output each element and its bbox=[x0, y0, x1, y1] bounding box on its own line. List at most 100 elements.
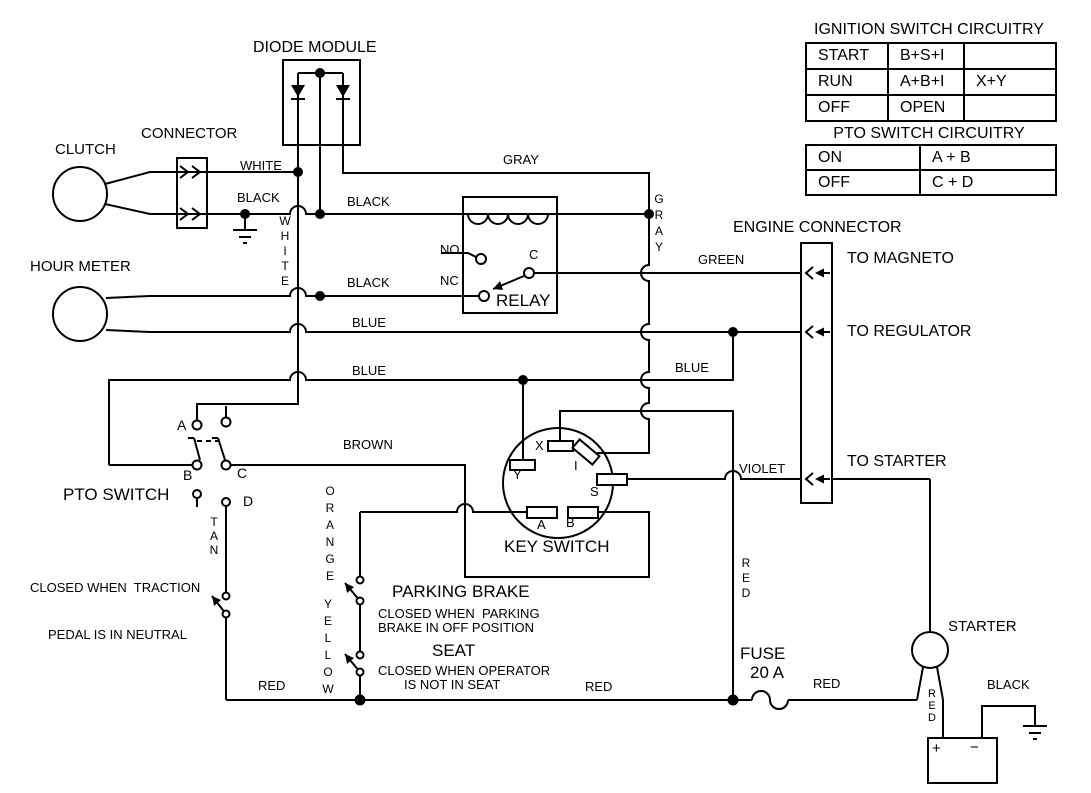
diode-module-label: DIODE MODULE bbox=[253, 39, 377, 56]
wire-black-relay: BLACK bbox=[347, 275, 390, 290]
fuse-rating-label: 20 A bbox=[750, 663, 785, 682]
ignition-cell: OPEN bbox=[889, 96, 963, 120]
relay-c-terminal bbox=[523, 267, 535, 279]
note-traction-1: CLOSED WHEN TRACTION bbox=[30, 580, 201, 595]
key-i-label: I bbox=[574, 458, 578, 473]
diode-module-box bbox=[282, 59, 361, 146]
pto-cell: OFF bbox=[807, 171, 919, 194]
connector-label: CONNECTOR bbox=[141, 125, 238, 142]
relay-c-label: C bbox=[529, 247, 539, 262]
pto-terminal-aux bbox=[192, 489, 202, 499]
violet-wire bbox=[627, 470, 801, 480]
pto-b-label: B bbox=[183, 467, 193, 483]
gray-wire bbox=[342, 73, 650, 454]
starter-battery-fork bbox=[916, 666, 944, 738]
key-pad-b bbox=[567, 506, 599, 519]
wire-red-vertical-battery: RED bbox=[926, 688, 938, 724]
pto-terminal-b bbox=[191, 459, 203, 471]
connector-box bbox=[176, 157, 208, 229]
diode-icon bbox=[291, 85, 305, 97]
wire-red-vertical-fuse: RED bbox=[739, 556, 753, 601]
blue-wire-lower bbox=[108, 332, 734, 466]
engine-connector-label: ENGINE CONNECTOR bbox=[733, 219, 902, 236]
clutch-symbol bbox=[52, 166, 108, 222]
ignition-table: START B+S+I RUN A+B+I X+Y OFF OPEN bbox=[805, 42, 1057, 122]
blue-wire-regulator bbox=[105, 323, 801, 333]
relay-no-terminal bbox=[475, 253, 487, 265]
key-switch-label: KEY SWITCH bbox=[504, 537, 610, 556]
wire-gray-vertical: GRAY bbox=[652, 192, 666, 256]
note-parking-1: CLOSED WHEN PARKING bbox=[378, 606, 540, 621]
key-y-label: Y bbox=[513, 467, 522, 482]
red-wire-bottom bbox=[226, 690, 917, 710]
battery-plus-label: + bbox=[932, 740, 941, 757]
relay-box bbox=[462, 196, 558, 314]
key-pad-s bbox=[596, 473, 628, 486]
brake-arm-arrowhead bbox=[345, 583, 354, 593]
seat-contact bbox=[355, 667, 365, 677]
pto-stubs bbox=[196, 404, 227, 507]
starter-pin-chevron bbox=[804, 472, 830, 486]
engine-connector-box bbox=[800, 242, 833, 504]
key-pad-x bbox=[547, 440, 574, 452]
pto-cell: C + D bbox=[921, 171, 1055, 194]
key-pad-i bbox=[571, 438, 601, 466]
pedal-contact bbox=[221, 609, 231, 619]
wire-black-battery: BLACK bbox=[987, 677, 1030, 692]
key-pad-a bbox=[526, 506, 558, 519]
relay-nc-label: NC bbox=[440, 273, 459, 288]
pto-table: ON A + B OFF C + D bbox=[805, 144, 1057, 196]
key-pad-y bbox=[509, 459, 536, 471]
wire-blue-lower: BLUE bbox=[352, 363, 386, 378]
hour-meter-label: HOUR METER bbox=[30, 258, 131, 275]
key-x-wire bbox=[559, 410, 734, 700]
to-magneto-label: TO MAGNETO bbox=[847, 250, 954, 267]
seat-arm-arrowhead bbox=[345, 654, 354, 664]
brake-contact bbox=[355, 596, 365, 606]
wire-brown: BROWN bbox=[343, 437, 393, 452]
pto-d-label: D bbox=[243, 493, 254, 509]
ignition-table-title: IGNITION SWITCH CIRCUITRY bbox=[814, 21, 1044, 38]
key-a-label: A bbox=[537, 517, 546, 532]
relay-no-stub bbox=[441, 252, 477, 258]
wire-red-fuse: RED bbox=[813, 676, 841, 691]
pto-c-label: C bbox=[237, 465, 248, 481]
small-marks bbox=[179, 98, 830, 486]
wire-black-coil: BLACK bbox=[347, 194, 390, 209]
diode-module-wires bbox=[297, 72, 343, 214]
wire-tan-vertical: TAN bbox=[207, 515, 221, 557]
hour-meter-symbol bbox=[52, 286, 108, 342]
wire-yellow-vertical: YELLOW bbox=[321, 597, 335, 699]
wire-white-vertical: WHITE bbox=[278, 214, 292, 289]
ignition-cell bbox=[965, 44, 1055, 68]
terminals bbox=[191, 253, 628, 677]
magneto-pin-chevron bbox=[804, 266, 830, 280]
note-parking-2: BRAKE IN OFF POSITION bbox=[378, 620, 535, 635]
wires bbox=[104, 72, 1047, 740]
ignition-cell: RUN bbox=[807, 70, 887, 94]
pto-terminal-d bbox=[221, 497, 231, 507]
connector-pin-arrows bbox=[179, 165, 202, 179]
pedal-contact bbox=[221, 591, 231, 601]
to-starter-label: TO STARTER bbox=[847, 453, 947, 470]
connector-pin-arrows bbox=[179, 207, 202, 221]
wire-green: GREEN bbox=[698, 252, 745, 267]
ground-symbol-left bbox=[233, 214, 257, 244]
diodes-and-arrows bbox=[212, 85, 824, 664]
relay-no-label: NO bbox=[440, 242, 460, 257]
seat-label: SEAT bbox=[432, 641, 476, 660]
ignition-cell: B+S+I bbox=[889, 44, 963, 68]
pto-terminal-open bbox=[220, 416, 232, 428]
pto-terminal-a bbox=[191, 419, 203, 431]
starter-symbol bbox=[911, 631, 949, 669]
black-wire-relay bbox=[105, 287, 479, 299]
seat-contact bbox=[355, 650, 365, 660]
ignition-cell: A+B+I bbox=[889, 70, 963, 94]
ground-symbol-battery bbox=[981, 705, 1047, 740]
key-x-label: X bbox=[535, 438, 544, 453]
pto-cell: ON bbox=[807, 146, 919, 169]
key-b-label: B bbox=[566, 515, 575, 530]
pto-terminal-c bbox=[220, 459, 232, 471]
